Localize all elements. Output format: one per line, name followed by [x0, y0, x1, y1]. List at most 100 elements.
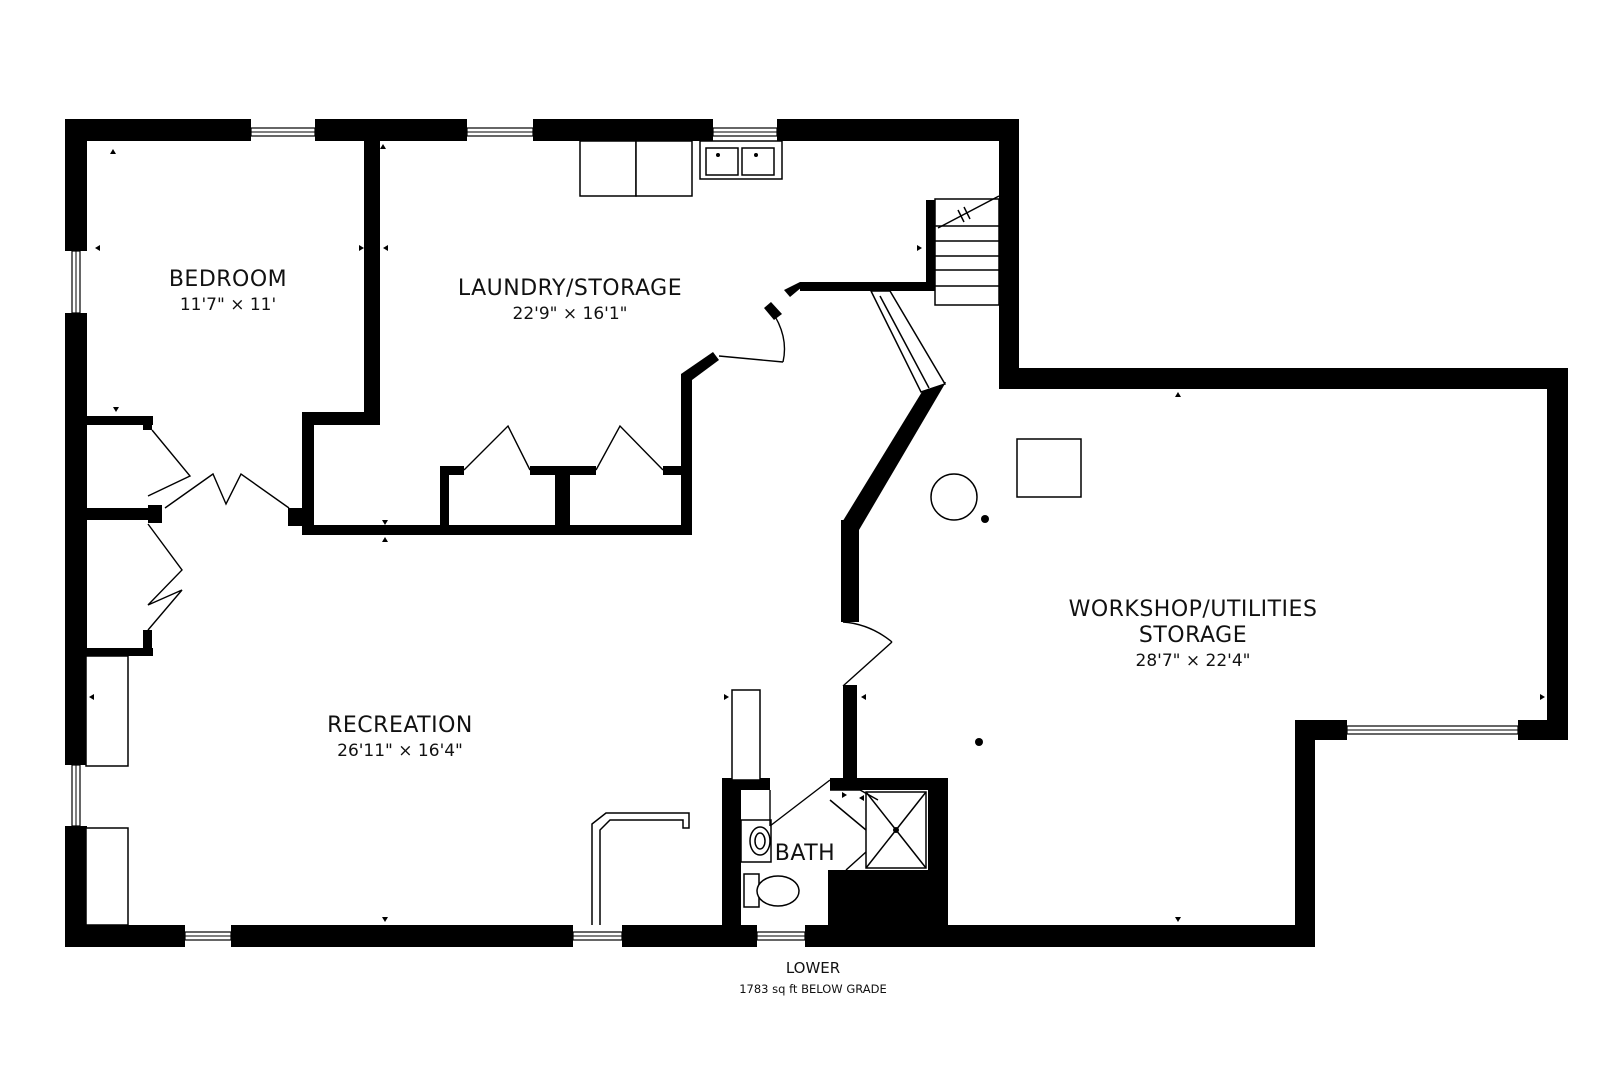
window-recreation-left — [71, 764, 81, 827]
floor-drain — [981, 515, 989, 523]
built-in-unit-a — [85, 655, 129, 767]
bar-counter — [591, 812, 690, 925]
window-bath-bottom — [756, 931, 806, 941]
marker — [113, 407, 119, 412]
wall-laundry-diagonal — [681, 352, 719, 380]
wall-closet-jamb-b — [148, 505, 162, 523]
wall-stair-right — [999, 119, 1019, 389]
wall-workshop-left-a — [841, 520, 859, 622]
wall-workshop-right — [1547, 368, 1568, 740]
door-workshop — [842, 621, 893, 687]
wall-landing-door-jamb — [764, 302, 782, 320]
window-bedroom-top — [250, 127, 316, 137]
stairs — [869, 195, 1000, 393]
marker — [359, 245, 364, 251]
wall-shower-base — [828, 870, 948, 933]
window-recreation-bottom-a — [184, 931, 232, 941]
wall-left-c — [65, 826, 87, 947]
window-laundry-top-b — [712, 127, 778, 137]
wall-laundry-closet-divider — [555, 466, 570, 528]
wall-bottom-rec-a — [231, 925, 573, 947]
wall-landing-top — [800, 282, 933, 291]
marker — [1540, 694, 1545, 700]
bedroom-name: BEDROOM — [169, 267, 287, 292]
wall-closet-jamb — [143, 416, 152, 430]
fixtures — [85, 140, 1082, 926]
marker — [859, 795, 864, 801]
window-recreation-bottom-b — [572, 931, 623, 941]
marker — [95, 245, 100, 251]
door-bath — [769, 779, 879, 827]
water-heater — [930, 473, 978, 521]
toilet — [743, 873, 800, 908]
door-laundry-to-landing — [718, 309, 786, 363]
wall-laundry-right-low — [681, 374, 692, 535]
bath-sink — [740, 819, 772, 863]
level-area: 1783 sq ft BELOW GRADE — [739, 982, 887, 996]
wall-bedroom-door-jamb — [288, 508, 306, 526]
marker — [382, 917, 388, 922]
wall-bath-left — [722, 778, 741, 933]
marker — [842, 792, 847, 798]
laundry-name: LAUNDRY/STORAGE — [458, 276, 682, 301]
marker — [89, 694, 94, 700]
marker — [380, 144, 386, 149]
wall-top-laundry-b — [533, 119, 713, 141]
recreation-dims: 26'11" × 16'4" — [337, 741, 463, 761]
windows — [71, 127, 1519, 941]
wall-closet2-bottom — [85, 648, 153, 656]
wall-bottom-workshop — [950, 925, 1315, 947]
window-bedroom-left — [71, 250, 81, 314]
wall-notch-left — [1295, 720, 1315, 947]
wall-left-a — [65, 119, 87, 251]
workshop-dims: 28'7" × 22'4" — [1136, 651, 1251, 671]
wall-bath-top — [722, 778, 770, 790]
wall-bedroom-right — [364, 119, 380, 424]
laundry-sink — [699, 140, 783, 180]
workshop-name-line1: WORKSHOP/UTILITIES — [1069, 597, 1318, 622]
wall-closet-top — [85, 416, 153, 425]
door-laundry-closet-b — [595, 424, 664, 471]
wall-bottom-rec-b — [65, 925, 185, 947]
marker — [1175, 917, 1181, 922]
wall-landing-corner — [784, 282, 808, 297]
wall-workshop-top — [999, 368, 1568, 389]
wall-workshop-right-stub — [1518, 720, 1568, 740]
sump-pit — [975, 738, 983, 746]
level-name: LOWER — [786, 959, 840, 977]
wall-bedroom-right-low — [302, 412, 314, 534]
wall-laundry-closet-a-top-r — [530, 466, 566, 475]
wall-cabinet — [731, 689, 761, 781]
furnace — [1016, 438, 1082, 498]
wall-workshop-diagonal — [841, 382, 946, 530]
dimension-markers — [89, 144, 1545, 922]
wall-laundry-bottom — [302, 525, 692, 535]
wall-top-laundry-c — [777, 119, 1019, 141]
marker — [724, 694, 729, 700]
laundry-dims: 22'9" × 16'1" — [513, 304, 628, 324]
recreation-name: RECREATION — [327, 713, 473, 738]
marker — [861, 694, 866, 700]
window-workshop-right — [1346, 725, 1519, 735]
walls — [65, 119, 1568, 947]
door-laundry-closet-a — [463, 424, 531, 471]
bedroom-dims: 11'7" × 11' — [180, 295, 276, 315]
wall-shower-top — [830, 778, 945, 790]
wall-laundry-closet-b-top — [566, 466, 596, 475]
wall-left-b — [65, 313, 87, 765]
door-bedroom-bifold — [164, 472, 290, 509]
marker — [382, 520, 388, 525]
wall-closet-divider — [85, 508, 160, 520]
built-in-unit-b — [85, 827, 129, 926]
wall-laundry-closet-a-left — [440, 466, 449, 528]
wall-bedroom-jog — [302, 412, 380, 425]
wall-workshop-left-b — [843, 685, 857, 778]
wall-landing-right — [926, 200, 935, 291]
bath-name: BATH — [775, 841, 835, 866]
marker — [383, 245, 388, 251]
wall-laundry-closet-a-top — [440, 466, 464, 475]
marker — [1175, 392, 1181, 397]
wall-laundry-closet-b-top-r — [663, 466, 683, 475]
shower — [829, 791, 927, 871]
